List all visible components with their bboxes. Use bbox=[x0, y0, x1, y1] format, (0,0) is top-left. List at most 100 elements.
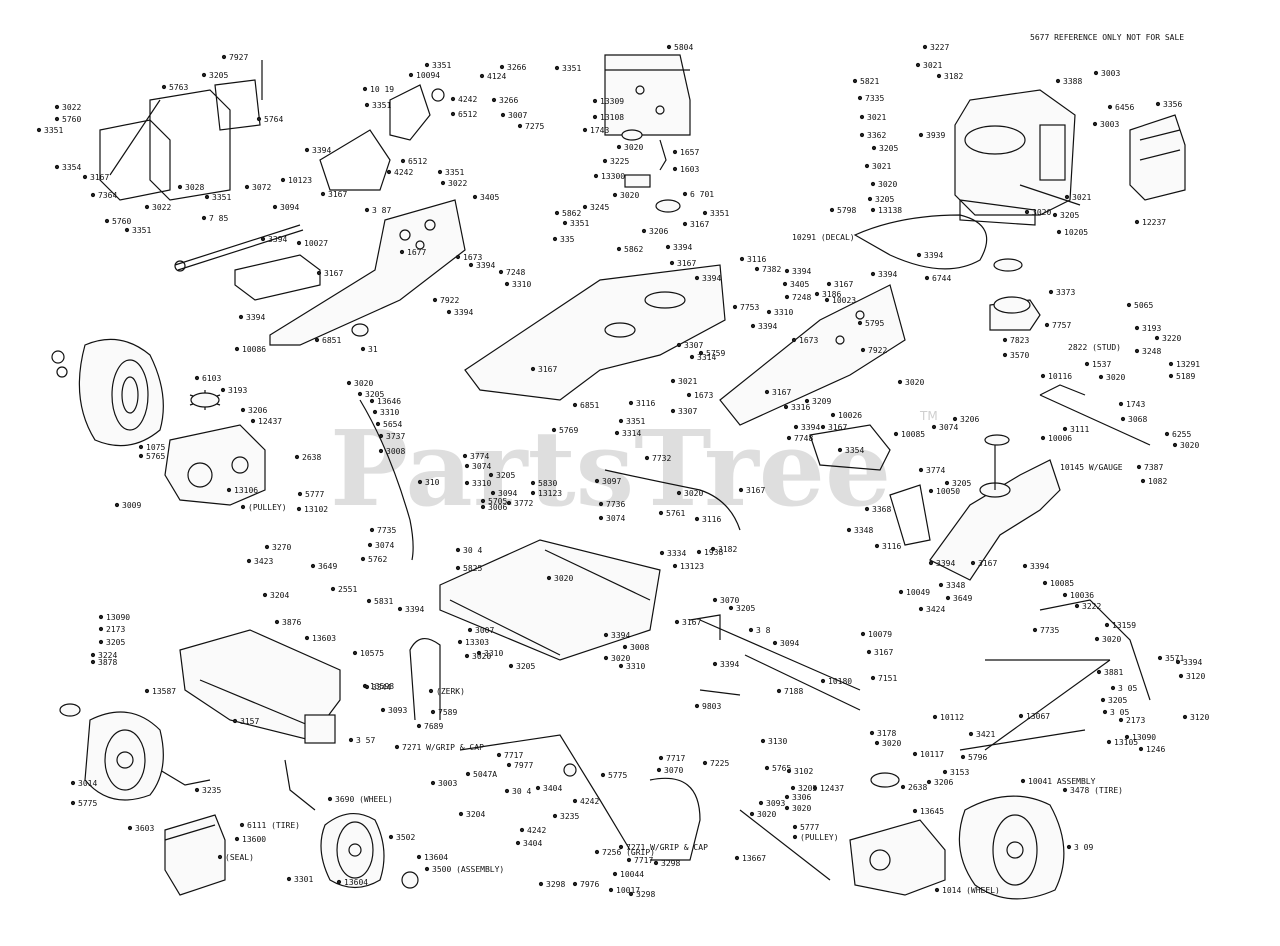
callout-dot bbox=[592, 98, 598, 104]
part-callout: 3153 bbox=[942, 768, 969, 777]
part-callout: 3270 bbox=[264, 543, 291, 552]
part-number-label: 3310 bbox=[774, 308, 793, 317]
callout-dot bbox=[658, 510, 664, 516]
part-number-label: 3167 bbox=[90, 173, 109, 182]
part-callout: 2638 bbox=[900, 783, 927, 792]
callout-dot bbox=[1118, 401, 1124, 407]
callout-dot bbox=[316, 270, 322, 276]
part-number-label: 3116 bbox=[702, 515, 721, 524]
part-callout: 7717 bbox=[626, 856, 653, 865]
part-callout: 3006 bbox=[480, 503, 507, 512]
part-number-label: 5705 bbox=[488, 497, 507, 506]
part-number-label: 3351 bbox=[372, 101, 391, 110]
callout-dot bbox=[830, 412, 836, 418]
part-number-label: 3116 bbox=[747, 255, 766, 264]
part-number-label: 3334 bbox=[667, 549, 686, 558]
callout-dot bbox=[760, 738, 766, 744]
part-callout: (ZERK) bbox=[428, 687, 465, 696]
fuel-tank bbox=[1129, 114, 1186, 201]
callout-dot bbox=[498, 269, 504, 275]
part-number-label: 10027 bbox=[304, 239, 328, 248]
part-callout: 3 57 bbox=[348, 736, 375, 745]
callout-dot bbox=[294, 454, 300, 460]
part-number-label: 7735 bbox=[1040, 626, 1059, 635]
part-number-label: 3298 bbox=[636, 890, 655, 899]
part-number-label: 7387 bbox=[1144, 463, 1163, 472]
watermark-tm: TM bbox=[919, 409, 938, 423]
part-callout: 3120 bbox=[1178, 672, 1205, 681]
part-number-label: 3394 bbox=[792, 267, 811, 276]
engine bbox=[954, 89, 1081, 226]
part-callout: 13090 bbox=[98, 613, 130, 622]
part-number-label: 3022 bbox=[62, 103, 81, 112]
callout-dot bbox=[628, 891, 634, 897]
part-callout: 7248 bbox=[784, 293, 811, 302]
part-callout: 3348 bbox=[846, 526, 873, 535]
steering-assembly bbox=[459, 734, 701, 861]
part-callout: 3205 bbox=[201, 71, 228, 80]
part-callout: 3 09 bbox=[1066, 843, 1093, 852]
callout-dot bbox=[220, 387, 226, 393]
part-callout: 3310 bbox=[766, 308, 793, 317]
callout-dot bbox=[869, 730, 875, 736]
part-number-label: 1673 bbox=[463, 253, 482, 262]
part-callout: 2173 bbox=[1118, 716, 1145, 725]
callout-dot bbox=[870, 207, 876, 213]
part-number-label: 3394 bbox=[246, 313, 265, 322]
part-callout: 3014 bbox=[70, 779, 97, 788]
part-number-label: 3502 bbox=[396, 833, 415, 842]
callout-dot bbox=[432, 297, 438, 303]
part-number-label: 3876 bbox=[282, 618, 301, 627]
callout-dot bbox=[784, 794, 790, 800]
callout-dot bbox=[689, 354, 695, 360]
part-number-label: 3167 bbox=[324, 269, 343, 278]
part-callout: 3394 bbox=[928, 559, 955, 568]
part-callout: (PULLEY) bbox=[240, 503, 287, 512]
part-callout: 3182 bbox=[710, 545, 737, 554]
part-callout: 3423 bbox=[246, 557, 273, 566]
part-number-label: 3009 bbox=[122, 501, 141, 510]
part-number-label: 1673 bbox=[694, 391, 713, 400]
callout-dot bbox=[506, 762, 512, 768]
callout-dot bbox=[748, 627, 754, 633]
part-callout: 13587 bbox=[144, 687, 176, 696]
part-number-label: 3266 bbox=[507, 63, 526, 72]
part-callout: 3070 bbox=[712, 596, 739, 605]
part-callout: 3167 bbox=[530, 365, 557, 374]
callout-dot bbox=[530, 490, 536, 496]
part-callout: 10116 bbox=[1040, 372, 1072, 381]
part-number-label: 7151 bbox=[878, 674, 897, 683]
part-number-label: 7732 bbox=[652, 454, 671, 463]
part-callout: 3394 bbox=[665, 243, 692, 252]
part-callout: 3394 bbox=[1022, 562, 1049, 571]
part-callout: 10041 ASSEMBLY bbox=[1020, 777, 1096, 786]
part-number-label: 7757 bbox=[1052, 321, 1071, 330]
part-number-label: 7271 W/GRIP & CAP bbox=[626, 843, 708, 852]
callout-dot bbox=[837, 447, 843, 453]
part-callout: 3878 bbox=[90, 658, 117, 667]
part-callout: 10017 bbox=[608, 886, 640, 895]
callout-dot bbox=[90, 659, 96, 665]
part-number-label: 3021 bbox=[923, 61, 942, 70]
part-callout: 3205 bbox=[944, 479, 971, 488]
part-callout: 3204 bbox=[262, 591, 289, 600]
callout-dot bbox=[612, 871, 618, 877]
callout-dot bbox=[296, 506, 302, 512]
part-number-label: 3074 bbox=[375, 541, 394, 550]
part-number-label: 3157 bbox=[240, 717, 259, 726]
part-number-label: 3020 bbox=[757, 810, 776, 819]
callout-dot bbox=[360, 556, 366, 562]
callout-dot bbox=[898, 589, 904, 595]
callout-dot bbox=[144, 204, 150, 210]
part-number-label: 30 4 bbox=[512, 787, 531, 796]
part-number-label: 1673 bbox=[799, 336, 818, 345]
part-number-label: 3205 bbox=[875, 195, 894, 204]
callout-dot bbox=[399, 249, 405, 255]
part-number-label: 2173 bbox=[106, 625, 125, 634]
callout-dot bbox=[1048, 289, 1054, 295]
part-callout: 3167 bbox=[764, 388, 791, 397]
part-callout: 1673 bbox=[686, 391, 713, 400]
callout-dot bbox=[702, 760, 708, 766]
part-callout: 3020 bbox=[1094, 635, 1121, 644]
part-number-label: 3394 bbox=[611, 631, 630, 640]
